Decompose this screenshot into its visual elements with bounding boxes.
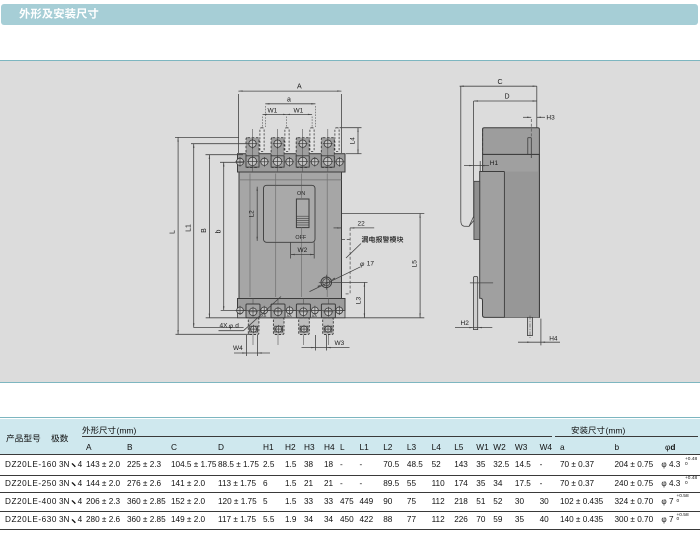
- svg-text:b: b: [215, 230, 222, 234]
- svg-text:L5: L5: [411, 260, 418, 268]
- svg-text:C: C: [498, 79, 503, 86]
- svg-text:(mm): (mm): [606, 426, 626, 436]
- svg-text:H2: H2: [461, 320, 470, 327]
- svg-text:a: a: [287, 96, 291, 103]
- svg-text:B: B: [201, 228, 208, 233]
- svg-text:A A: A A: [287, 314, 293, 318]
- svg-text:L: L: [170, 230, 177, 234]
- svg-text:φ: φ: [229, 323, 234, 330]
- svg-text:d: d: [235, 323, 239, 330]
- svg-text:A: A: [297, 84, 302, 91]
- svg-text:W1: W1: [294, 107, 304, 114]
- svg-text:17: 17: [367, 261, 375, 268]
- svg-text:L4: L4: [349, 137, 356, 145]
- svg-text:L3: L3: [356, 297, 363, 305]
- svg-text:H3: H3: [546, 115, 555, 122]
- svg-text:L1: L1: [185, 224, 192, 232]
- svg-text:H4: H4: [549, 335, 558, 342]
- svg-text:W4: W4: [233, 345, 243, 352]
- svg-text:L2: L2: [249, 210, 256, 218]
- svg-text:(mm): (mm): [117, 426, 137, 436]
- svg-text:φ: φ: [360, 261, 365, 268]
- svg-text:W1: W1: [268, 107, 278, 114]
- svg-text:W2: W2: [298, 247, 308, 254]
- svg-text:W3: W3: [335, 340, 345, 347]
- svg-text:H1: H1: [490, 160, 499, 167]
- svg-text:4X: 4X: [220, 323, 229, 330]
- svg-text:22: 22: [358, 221, 366, 228]
- svg-text:A A: A A: [312, 314, 318, 318]
- svg-text:A A: A A: [261, 314, 267, 318]
- svg-text:D: D: [505, 94, 510, 101]
